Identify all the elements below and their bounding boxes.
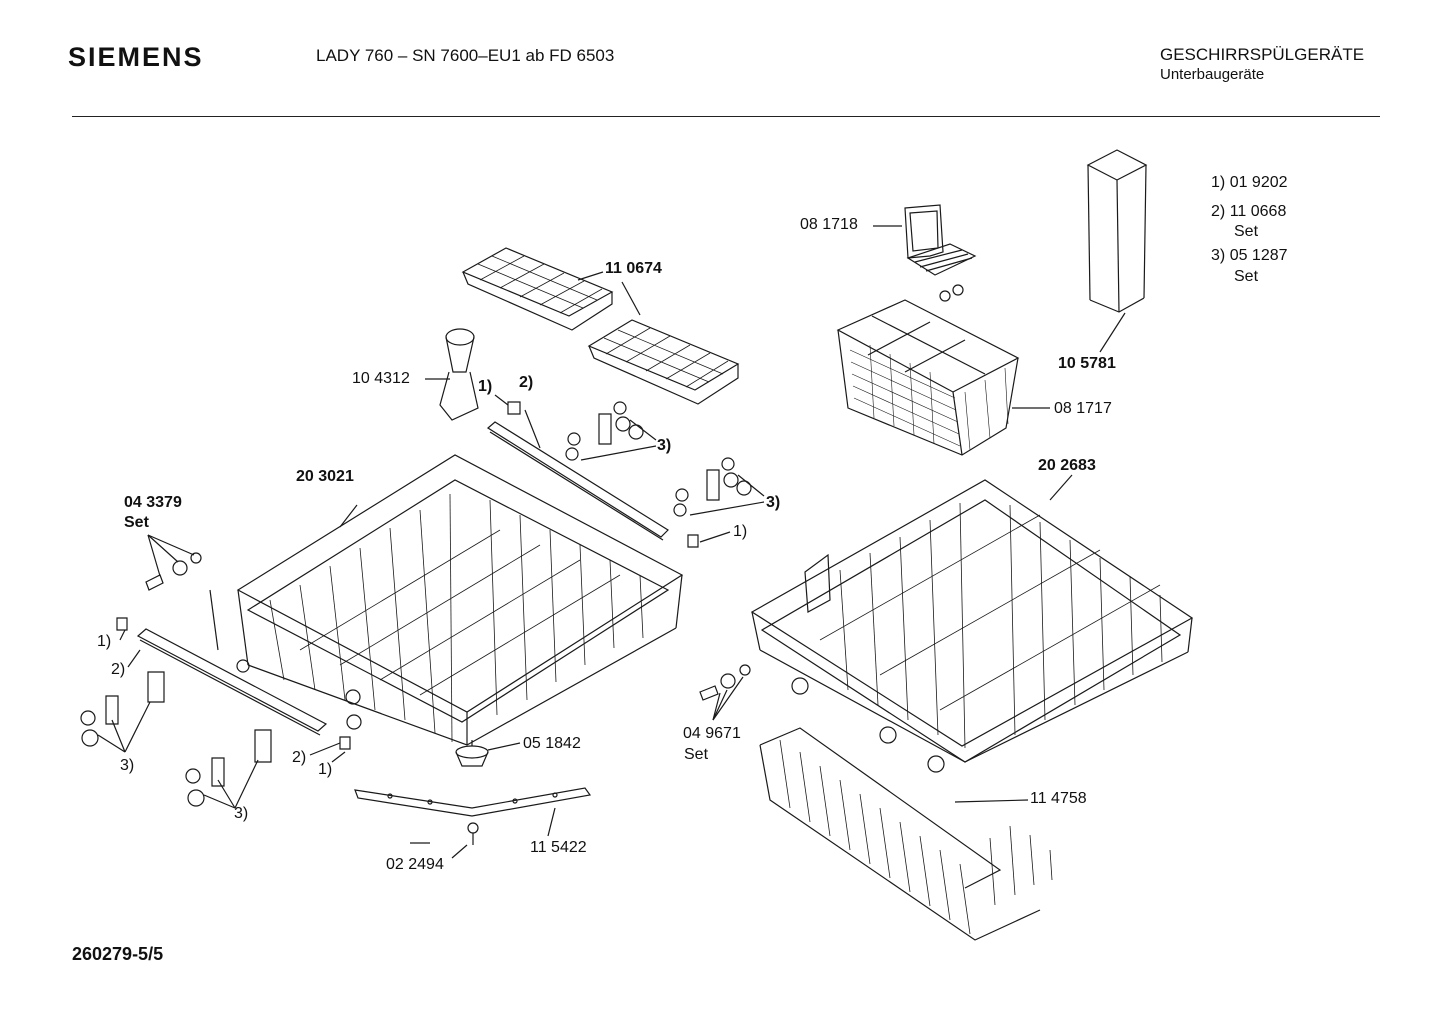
label-115422: 11 5422 xyxy=(530,839,587,856)
spray-arm-part xyxy=(355,788,590,836)
left-roller-set-parts xyxy=(81,672,350,808)
screw-part xyxy=(452,823,478,858)
appliance-subcategory: Unterbaugeräte xyxy=(1160,66,1265,83)
label-ref1-bottom: 1) xyxy=(318,761,333,778)
brand-logo: SIEMENS xyxy=(68,42,204,72)
label-022494: 02 2494 xyxy=(386,856,444,873)
label-114758: 11 4758 xyxy=(1030,790,1087,807)
label-ref3-left2: 3) xyxy=(234,805,249,822)
legend-2-num: 2) xyxy=(1211,203,1226,220)
cup-rack-parts xyxy=(463,248,738,404)
label-049671-set: Set xyxy=(684,746,709,763)
cutlery-tube-part xyxy=(1088,150,1146,352)
roller-set-parts xyxy=(566,402,764,547)
knob-part xyxy=(425,329,478,420)
label-043379-set: Set xyxy=(124,514,149,531)
cutlery-basket-part xyxy=(838,300,1050,455)
upper-basket-part xyxy=(210,455,682,745)
label-ref1-top: 1) xyxy=(478,378,493,395)
legend-3-num: 3) xyxy=(1211,247,1226,264)
label-051842: 05 1842 xyxy=(523,735,581,752)
label-ref1-mid: 1) xyxy=(733,523,748,540)
legend-2-note: Set xyxy=(1234,223,1259,240)
label-ref3-left: 3) xyxy=(120,757,135,774)
label-ref3-b: 3) xyxy=(766,494,781,511)
legend-1-code: 01 9202 xyxy=(1229,174,1288,191)
legend-1-num: 1) xyxy=(1211,174,1226,191)
basket-handle-part xyxy=(873,205,975,301)
appliance-category: GESCHIRRSPÜLGERÄTE xyxy=(1160,45,1365,64)
runner-rail-part xyxy=(488,410,668,540)
legend-2-code: 11 0668 xyxy=(1229,203,1287,220)
label-105781: 10 5781 xyxy=(1058,355,1116,372)
legend-3-code: 05 1287 xyxy=(1229,247,1288,264)
legend-2: 2) 11 0668 xyxy=(1211,201,1286,222)
label-110674: 11 0674 xyxy=(605,260,662,277)
left-runner-rail-part xyxy=(117,618,326,735)
label-ref2-top: 2) xyxy=(519,374,534,391)
screw-set-part xyxy=(146,535,201,590)
legend-3-note: Set xyxy=(1234,268,1259,285)
label-ref2-left: 2) xyxy=(111,661,126,678)
legend-1: 1) 01 9202 xyxy=(1211,172,1288,193)
label-203021: 20 3021 xyxy=(296,468,354,485)
spray-hub-part xyxy=(456,740,520,766)
lower-basket-part xyxy=(752,475,1192,772)
label-202683: 20 2683 xyxy=(1038,457,1096,474)
document-number: 260279-5/5 xyxy=(72,944,164,964)
label-ref2-bottom: 2) xyxy=(292,749,307,766)
label-043379: 04 3379 xyxy=(124,494,182,511)
wheel-set-part xyxy=(700,665,750,720)
label-049671: 04 9671 xyxy=(683,725,741,742)
clip-part xyxy=(495,395,520,414)
label-ref3-a: 3) xyxy=(657,437,672,454)
model-designation: LADY 760 – SN 7600–EU1 ab FD 6503 xyxy=(316,46,615,65)
header-rule xyxy=(72,116,1380,117)
label-081718: 08 1718 xyxy=(800,216,858,233)
folding-rack-part xyxy=(760,728,1052,940)
label-ref1-left: 1) xyxy=(97,633,112,650)
legend-3: 3) 05 1287 xyxy=(1211,245,1288,266)
label-104312: 10 4312 xyxy=(352,370,410,387)
label-081717: 08 1717 xyxy=(1054,400,1112,417)
